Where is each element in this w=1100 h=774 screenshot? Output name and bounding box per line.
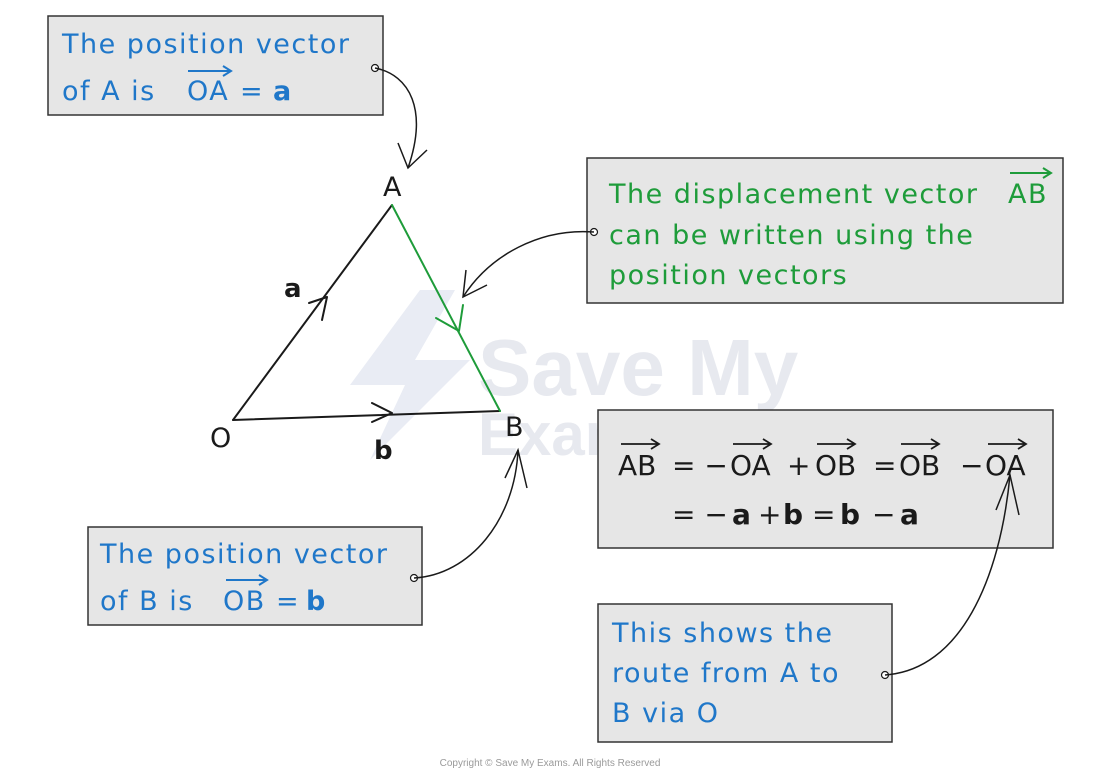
annotation-box-ab-vector: AB [1008, 179, 1048, 210]
route-box-background [597, 603, 893, 743]
equation-row-2-a-2: a [900, 498, 919, 531]
annotation-box-a-equals: = [240, 76, 264, 107]
point-label-a: A [383, 172, 402, 203]
equation-row-2-a: a [732, 498, 751, 531]
annotation-box-a-vector: OA [187, 76, 229, 107]
vector-arrow-icon [621, 438, 661, 450]
equation-row-1-op-4: − [960, 449, 983, 482]
equation-row-1-ab: AB [618, 449, 656, 482]
vector-label-a: a [284, 274, 302, 304]
annotation-box-b: The position vector of B is OB = b [87, 526, 423, 626]
vector-arrow-icon [1010, 167, 1053, 179]
annotation-box-a: The position vector of A is OA = a [47, 15, 384, 116]
annotation-box-b-background [87, 526, 423, 626]
connector-arrowhead [462, 269, 488, 299]
annotation-box-ab-background [586, 157, 1064, 304]
vector-oa-arrowhead [308, 296, 328, 321]
watermark-logo-icon [350, 290, 470, 460]
connector-arrowhead [995, 472, 1020, 516]
annotation-box-a-value: a [273, 76, 293, 107]
annotation-box-b-value: b [306, 586, 327, 617]
vector-ab-arrowhead [435, 304, 464, 332]
equation-vector-arrows [621, 438, 1028, 450]
equation-row-2-op-3: = [812, 498, 835, 531]
equation-row-2-b: b [783, 498, 803, 531]
equation-row-1-op-3: = [873, 449, 896, 482]
annotation-box-b-line-1: The position vector [99, 539, 388, 570]
connector-box-ab-to-line [462, 230, 595, 298]
vector-arrow-icon [733, 438, 773, 450]
triangle [232, 204, 501, 423]
equation-row-2-op-1: = − [672, 498, 728, 531]
connector-arrowhead [504, 447, 528, 489]
equation-row-1-oa-2: OA [985, 449, 1026, 482]
route-box-line-3: B via O [612, 698, 719, 729]
point-label-o: O [210, 423, 231, 454]
route-box: This shows the route from A to B via O [597, 603, 893, 743]
vector-arrow-icon [901, 438, 941, 450]
vector-ab-line [391, 204, 501, 412]
annotation-box-ab-line-3: position vectors [609, 260, 848, 291]
annotation-box-b-equals: = [276, 586, 300, 617]
connector-arrowhead [397, 142, 428, 170]
annotation-box-a-line-1: The position vector [61, 29, 350, 60]
equation-row-2-op-2: + [758, 498, 781, 531]
equation-box: AB = − OA + OB = OB − OA = − a + b = b −… [597, 409, 1054, 549]
vector-arrow-icon [988, 438, 1028, 450]
equation-row-1-oa: OA [730, 449, 771, 482]
point-label-b: B [505, 412, 524, 443]
connector-route-to-equation [884, 474, 1011, 676]
vector-arrow-icon [817, 438, 857, 450]
annotation-box-b-line-2-prefix: of B is [100, 586, 194, 617]
vector-label-b: b [374, 436, 393, 466]
equation-row-1-ob: OB [815, 449, 856, 482]
equation-row-2-op-4: − [872, 498, 895, 531]
copyright-notice: Copyright © Save My Exams. All Rights Re… [440, 758, 661, 769]
vector-ob-arrowhead [371, 402, 393, 423]
annotation-box-a-background [47, 15, 384, 116]
annotation-box-b-vector: OB [223, 586, 266, 617]
connector-box-b-to-b [413, 449, 519, 579]
vector-ob-line [232, 410, 501, 421]
vector-oa-line [232, 204, 393, 421]
route-box-line-1: This shows the [611, 618, 834, 649]
vector-arrow-icon [226, 574, 269, 586]
equation-row-1-op-1: = − [672, 449, 728, 482]
annotation-box-ab-line-1: The displacement vector [608, 179, 978, 210]
vector-arrow-icon [188, 65, 233, 77]
equation-row-1-ob-2: OB [899, 449, 940, 482]
annotation-box-a-line-2-prefix: of A is [62, 76, 156, 107]
annotation-box-ab-line-2: can be written using the [609, 220, 974, 251]
equation-row-1-op-2: + [787, 449, 810, 482]
route-box-line-2: route from A to [612, 658, 840, 689]
equation-row-2-b-2: b [840, 498, 860, 531]
watermark-line-1: Save My [478, 323, 799, 412]
connector-box-a-to-a [374, 67, 417, 169]
equation-box-background [597, 409, 1054, 549]
annotation-box-ab: The displacement vector AB can be writte… [586, 157, 1064, 304]
